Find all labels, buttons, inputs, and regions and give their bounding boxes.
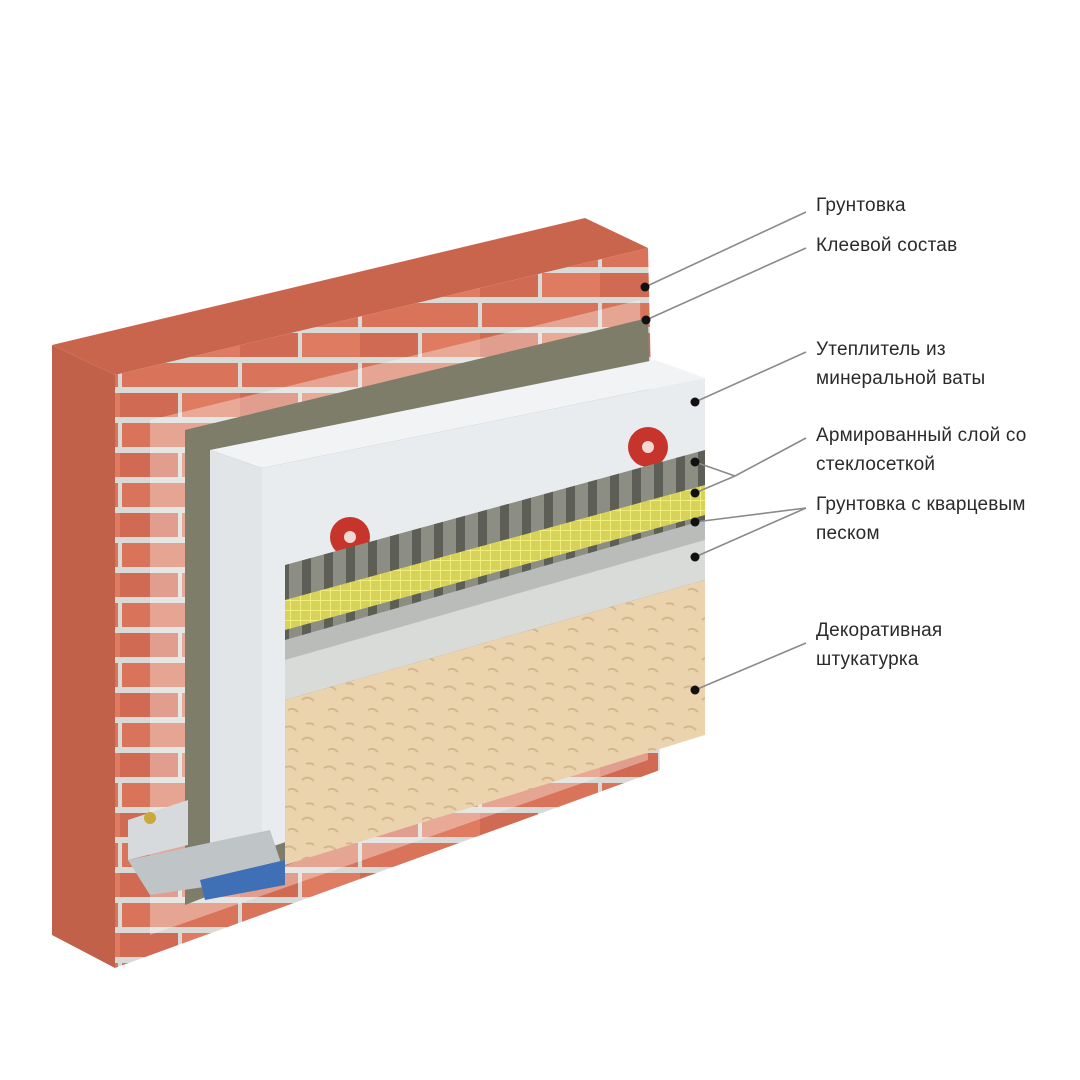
callout-decorative-line-1: Декоративная [816, 620, 943, 641]
leader-line-mesh-a [694, 461, 736, 477]
leader-line-quartz [694, 507, 807, 523]
leader-line-primer [644, 211, 807, 288]
callout-dots [640, 282, 700, 695]
base-profile [128, 800, 285, 900]
leader-lines [644, 211, 807, 691]
fiberglass-mesh [285, 485, 705, 630]
callout-quartz-primer-line-2: песком [816, 523, 880, 544]
callout-dot [641, 315, 651, 325]
callout-dot [690, 685, 700, 695]
insulation-top [210, 360, 705, 468]
brick-wall-top [52, 218, 648, 375]
leader-line-decorative [694, 642, 807, 691]
callout-dot [690, 457, 700, 467]
callout-dot [690, 397, 700, 407]
callout-mesh-line-2: стеклосеткой [816, 454, 936, 475]
insulation-side [210, 450, 262, 885]
leader-line-mesh [734, 437, 807, 477]
callout-decorative: Декоративная штукатурка [816, 616, 942, 674]
callout-dot [690, 517, 700, 527]
brick-wall-side [52, 345, 115, 968]
callout-mesh-line-1: Армированный слой со [816, 425, 1027, 446]
leader-line-mesh-b [694, 475, 736, 494]
callout-insulation-line-1: Утеплитель из [816, 339, 946, 360]
leader-line-quartz-2 [694, 507, 807, 558]
callout-mesh: Армированный слой со стеклосеткой [816, 421, 1027, 479]
callout-glue-line-1: Клеевой состав [816, 235, 958, 256]
leader-line-glue [645, 247, 807, 321]
anchor-dowel [628, 427, 668, 467]
callout-primer: Грунтовка [816, 191, 906, 220]
leader-line-insulation [694, 351, 807, 403]
callout-dot [690, 488, 700, 498]
callout-dot [690, 552, 700, 562]
callout-decorative-line-2: штукатурка [816, 649, 919, 670]
callout-insulation: Утеплитель из минеральной ваты [816, 335, 985, 393]
callout-quartz-primer: Грунтовка с кварцевым песком [816, 490, 1026, 548]
callout-quartz-primer-line-1: Грунтовка с кварцевым [816, 494, 1026, 515]
quartz-primer-light [285, 540, 705, 700]
callout-insulation-line-2: минеральной ваты [816, 368, 986, 389]
callout-primer-line-1: Грунтовка [816, 195, 906, 216]
callout-dot [640, 282, 650, 292]
decorative-plaster [285, 580, 705, 865]
callout-glue: Клеевой состав [816, 231, 957, 260]
